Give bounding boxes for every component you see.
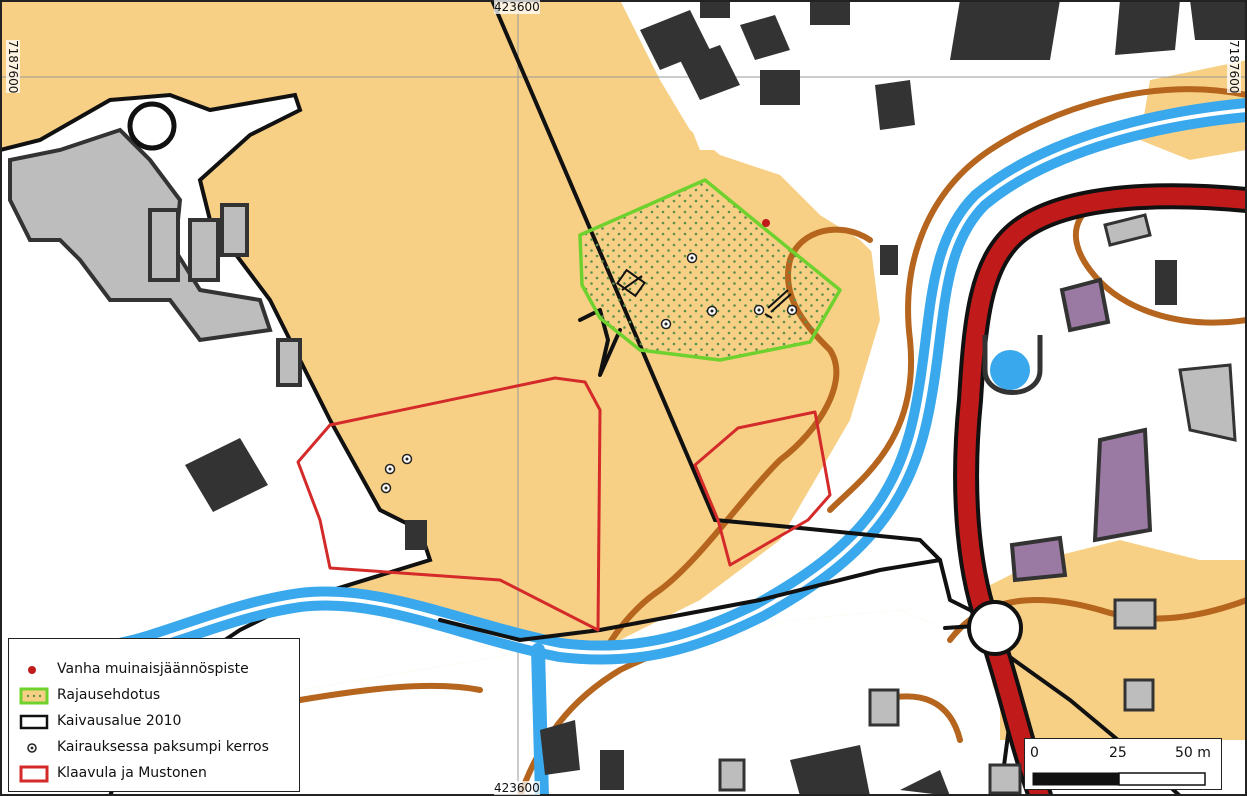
legend-label: Kairauksessa paksumpi kerros (57, 739, 269, 755)
building-complex-west (8, 101, 302, 387)
streams (108, 98, 1247, 796)
northing-label-right: 7187600 (1227, 40, 1241, 94)
field-area-north (0, 0, 590, 90)
scale-bar-graphic (1032, 772, 1206, 786)
legend-item: Vanha muinaisjäännöspiste (9, 659, 299, 681)
excavation-marks (616, 268, 792, 319)
legend-label: Kaivausalue 2010 (57, 713, 182, 729)
water-point (990, 350, 1030, 390)
circled-dot-icon (27, 743, 37, 753)
roundabout (967, 600, 1023, 656)
scale-label-end: 50 m (1175, 745, 1211, 761)
buildings-gray (718, 213, 1237, 795)
red-dot-icon (28, 666, 36, 674)
legend-label: Vanha muinaisjäännöspiste (57, 661, 249, 677)
easting-label-top: 423600 (494, 0, 540, 14)
buildings-purple (1009, 277, 1153, 583)
core-sample-points (380, 252, 798, 494)
proposal-polygon (578, 178, 842, 362)
map-legend: Vanha muinaisjäännöspiste Rajausehdotus … (8, 638, 300, 792)
buildings-dark (185, 0, 1247, 796)
old-monument-point (762, 219, 770, 227)
main-road (953, 183, 1247, 796)
legend-item: Kairauksessa paksumpi kerros (9, 737, 299, 759)
legend-item: Klaavula ja Mustonen (9, 763, 299, 785)
scale-bar: 0 25 50 m (1024, 738, 1222, 790)
legend-item: Rajausehdotus (9, 685, 299, 707)
yard-north (620, 0, 1247, 270)
scale-label-start: 0 (1030, 745, 1039, 761)
green-dotted-polygon-icon (19, 687, 49, 705)
legend-item: Kaivausalue 2010 (9, 711, 299, 733)
red-outline-rectangle-icon (19, 765, 49, 783)
legend-label: Rajausehdotus (57, 687, 161, 703)
water-point-arc (982, 335, 1043, 395)
easting-label-bottom: 423600 (494, 781, 540, 795)
scale-label-middle: 25 (1109, 745, 1127, 761)
black-outline-rectangle-icon (19, 714, 49, 730)
field-area-southeast (980, 540, 1247, 740)
northing-label-left: 7187600 (6, 40, 20, 94)
legend-label: Klaavula ja Mustonen (57, 765, 207, 781)
yard-south (250, 610, 1000, 796)
survey-area-polygons (296, 376, 832, 632)
